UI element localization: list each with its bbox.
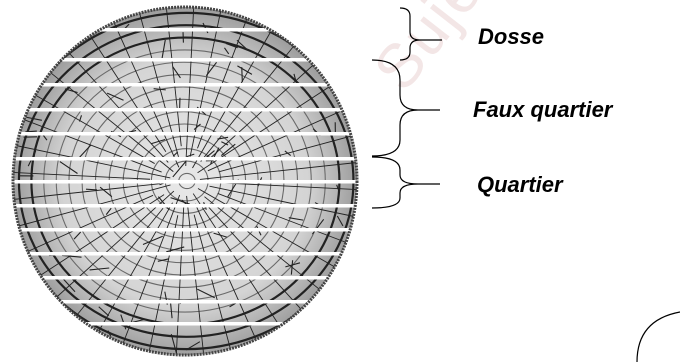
saw-cut [0, 204, 380, 208]
saw-cut [0, 228, 380, 232]
saw-cut [0, 132, 380, 136]
wood-check [24, 96, 28, 103]
wood-check [18, 66, 28, 80]
label-quartier: Quartier [477, 174, 563, 196]
log-body [0, 1, 380, 361]
label-faux-quartier: Faux quartier [473, 99, 612, 121]
saw-cut [0, 58, 380, 62]
wood-check [318, 299, 326, 315]
saw-cut [0, 28, 380, 32]
saw-cut [0, 252, 380, 256]
wood-check [45, 306, 52, 308]
saw-cut [0, 276, 380, 280]
wood-check [76, 340, 86, 349]
saw-cut [0, 180, 380, 184]
circle-arc-fragment [637, 312, 680, 362]
brace-faux-quartier [372, 60, 418, 156]
wood-check [301, 328, 313, 330]
label-dosse: Dosse [478, 26, 544, 48]
brace-dosse [400, 8, 420, 60]
saw-cut [0, 108, 380, 112]
saw-cut [0, 157, 380, 161]
brace-quartier [372, 157, 418, 208]
saw-cut [0, 322, 380, 326]
wood-check [86, 189, 97, 190]
wood-check [242, 67, 243, 82]
saw-cut [0, 83, 380, 87]
wood-check [57, 32, 78, 34]
saw-cut [0, 300, 380, 304]
